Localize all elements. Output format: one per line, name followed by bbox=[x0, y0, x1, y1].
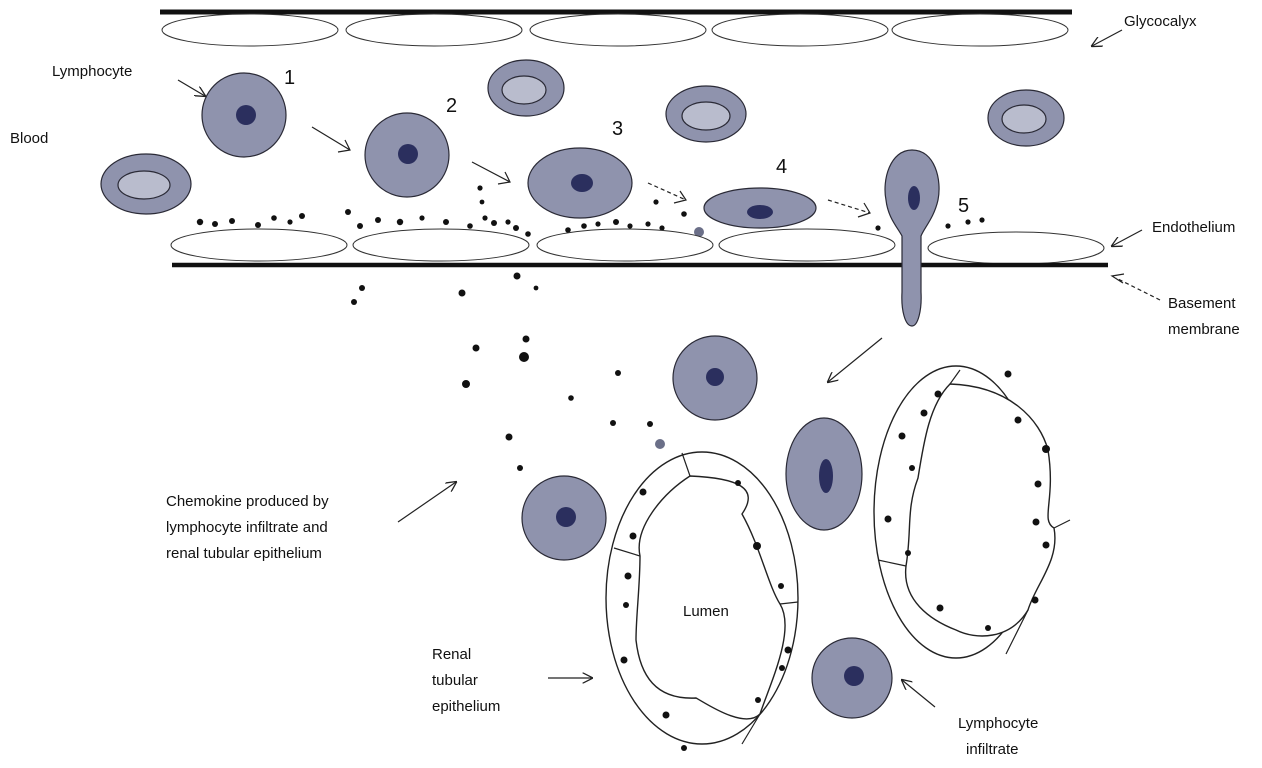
lymphocyte-nucleus bbox=[706, 368, 724, 386]
blood-label: Blood bbox=[10, 130, 48, 147]
arrow-4-5 bbox=[828, 200, 870, 213]
endothelium-layer bbox=[171, 229, 1108, 265]
chemokine-pointer bbox=[398, 482, 456, 522]
lymphocyte-nucleus bbox=[556, 507, 576, 527]
step-number: 4 bbox=[776, 156, 787, 178]
endothelial-cell bbox=[171, 229, 347, 261]
renal-label-line3: epithelium bbox=[432, 698, 500, 715]
arrow-2-3 bbox=[472, 162, 510, 184]
migration-arrow bbox=[828, 338, 882, 382]
rbc-center bbox=[502, 76, 546, 104]
glycocalyx-cell bbox=[346, 14, 522, 46]
infiltrate-label-line1: Lymphocyte bbox=[958, 715, 1038, 732]
chemokine-label-line1: Chemokine produced by bbox=[166, 493, 329, 510]
transmigrating-lymphocyte bbox=[885, 150, 939, 326]
chemokine-dots-interstitium bbox=[351, 273, 665, 472]
lymphocyte-nucleus bbox=[571, 174, 593, 192]
lymphocyte-nucleus bbox=[819, 459, 833, 493]
renal-label-line2: tubular bbox=[432, 672, 478, 689]
step-number: 3 bbox=[612, 118, 623, 140]
infiltrate-label-line2: infiltrate bbox=[966, 741, 1019, 758]
rbc-center bbox=[682, 102, 730, 130]
step-number: 2 bbox=[446, 95, 457, 117]
chemokine-label-line2: lymphocyte infiltrate and bbox=[166, 519, 328, 536]
arrow-4-5-head bbox=[858, 203, 870, 217]
glycocalyx-cell bbox=[892, 14, 1068, 46]
lymphocyte-pointer bbox=[178, 80, 205, 96]
lymphocyte-nucleus bbox=[844, 666, 864, 686]
lymphocyte-nucleus bbox=[398, 144, 418, 164]
lymphocyte-label: Lymphocyte bbox=[52, 63, 132, 80]
arrow-3-4-head bbox=[674, 191, 686, 203]
top-vessel-wall bbox=[160, 12, 1072, 46]
endothelial-cell bbox=[353, 229, 529, 261]
renal-tubule-right bbox=[874, 366, 1070, 658]
endothelial-cell bbox=[719, 229, 895, 261]
basement-label-line1: Basement bbox=[1168, 295, 1236, 312]
infiltrate-pointer bbox=[902, 680, 935, 707]
glycocalyx-cell bbox=[530, 14, 706, 46]
basement-label-line2: membrane bbox=[1168, 321, 1240, 338]
renal-tubule-left bbox=[606, 452, 798, 751]
renal-label-line1: Renal bbox=[432, 646, 471, 663]
arrow-1-2 bbox=[312, 127, 350, 152]
lymphocyte-nucleus bbox=[908, 186, 920, 210]
lymphocyte-nucleus bbox=[236, 105, 256, 125]
glycocalyx-cell bbox=[712, 14, 888, 46]
endothelium-label: Endothelium bbox=[1152, 219, 1235, 236]
endothelial-cell bbox=[928, 232, 1104, 264]
glycocalyx-pointer bbox=[1092, 30, 1122, 46]
rbc-center bbox=[1002, 105, 1046, 133]
lumen-label: Lumen bbox=[683, 603, 729, 620]
lymphocyte-nucleus bbox=[747, 205, 773, 219]
endothelial-cell bbox=[537, 229, 713, 261]
step-number: 5 bbox=[958, 195, 969, 217]
basement-pointer bbox=[1116, 278, 1160, 300]
chemokine-label-line3: renal tubular epithelium bbox=[166, 545, 322, 562]
step-number: 1 bbox=[284, 67, 295, 89]
glycocalyx-label: Glycocalyx bbox=[1124, 13, 1197, 30]
rbc-center bbox=[118, 171, 170, 199]
glycocalyx-cell bbox=[162, 14, 338, 46]
endothelium-pointer bbox=[1112, 230, 1142, 246]
